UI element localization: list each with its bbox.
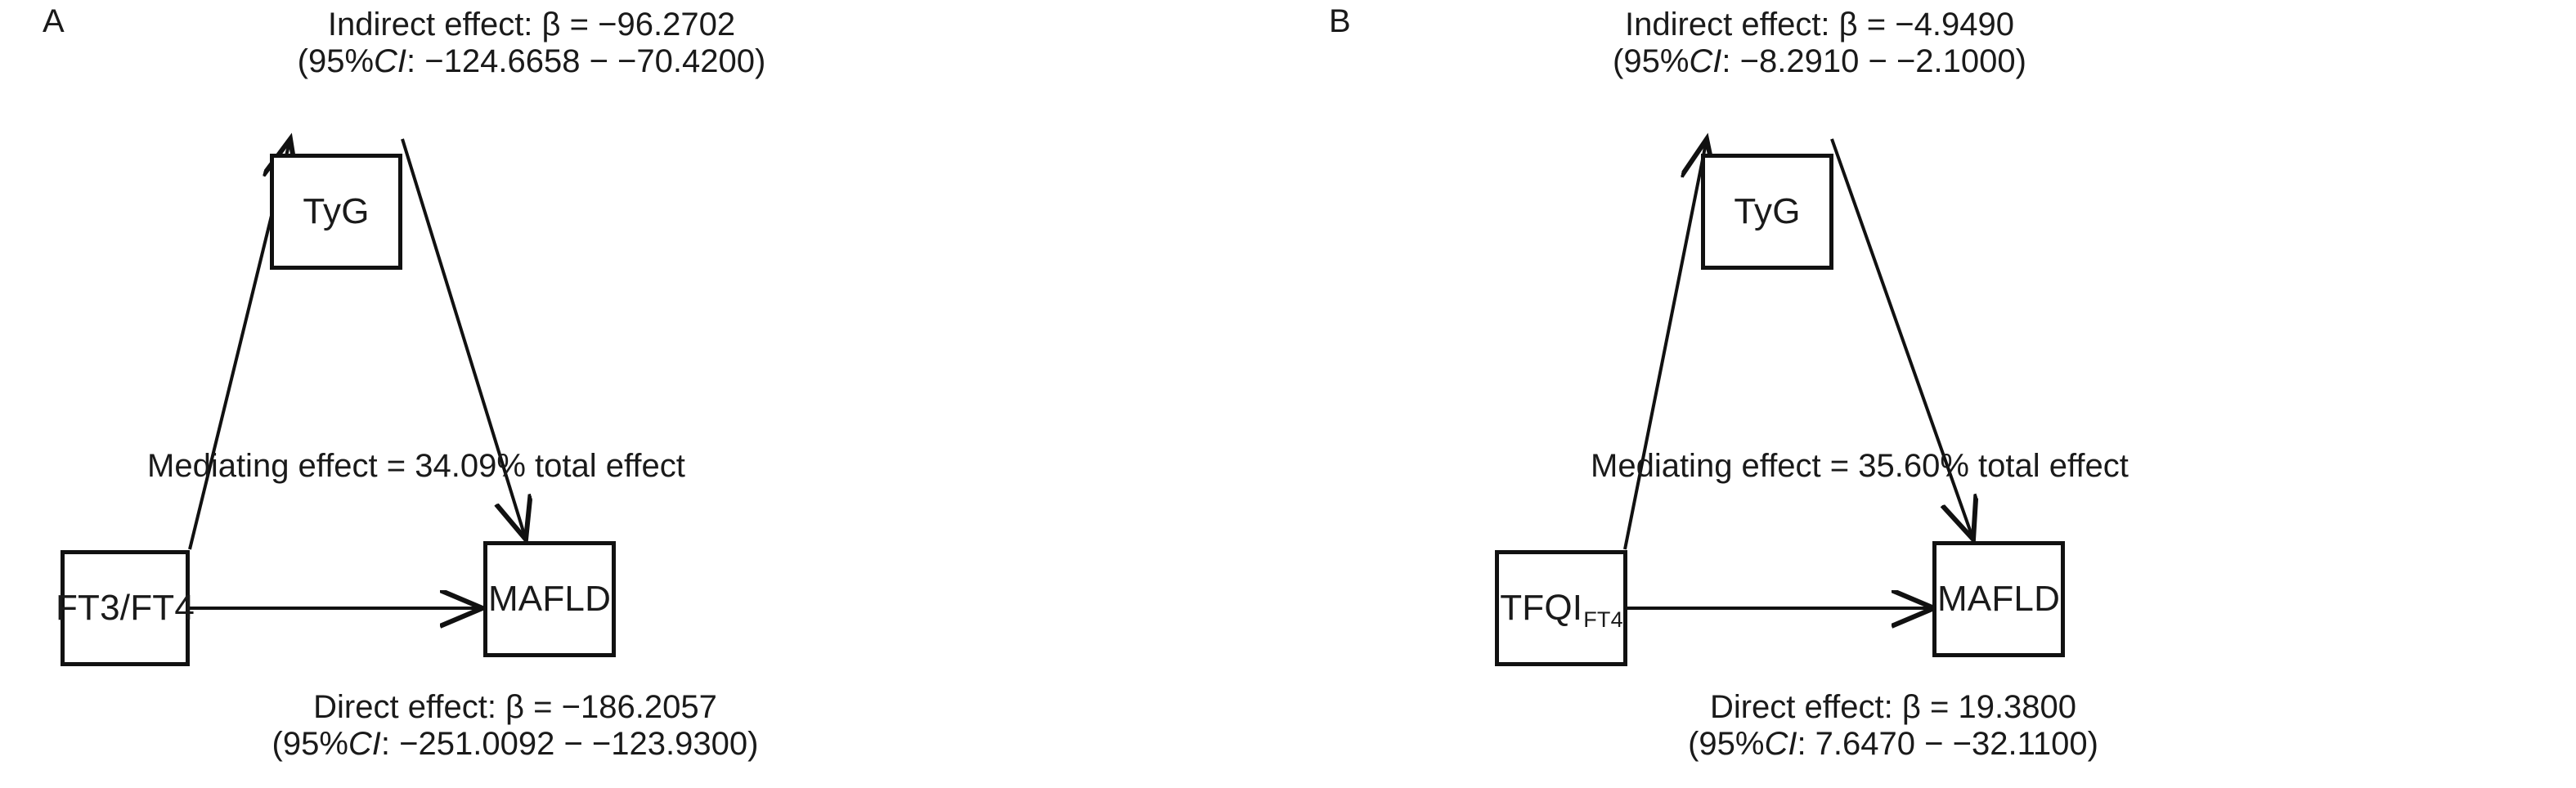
direct-effect-ci-line: (95%CI: 7.6470 − −32.1100) [1566,726,2220,763]
panel-a-arrows [188,0,1288,788]
ci-italic: CI [1764,725,1797,762]
ci-italic: CI [348,725,381,762]
indirect-effect-line: Indirect effect: β = −4.9490 [1625,7,2014,43]
ci-prefix: (95% [272,725,348,762]
node-label: MAFLD [1936,579,2061,619]
panel-a-mediating-effect: Mediating effect = 34.09% total effect [147,447,685,485]
panel-a: A Indirect effect: β = −96.2702 (95%CI: … [43,0,1288,788]
indirect-effect-line: Indirect effect: β = −96.2702 [327,7,736,43]
panel-b: B Indirect effect: β = −4.9490 (95%CI: −… [1288,0,2576,788]
ci-prefix: (95% [1613,43,1690,79]
arrow-mediator-to-outcome [1830,138,1973,540]
node-label-subscript: FT4 [1583,607,1623,632]
panel-b-mediating-effect: Mediating effect = 35.60% total effect [1591,447,2129,485]
ci-prefix: (95% [1688,725,1765,762]
ci-rest: : −124.6658 − −70.4200) [406,43,766,79]
indirect-effect-ci-line: (95%CI: −8.2910 − −2.1000) [1492,43,2147,80]
panel-b-top-caption: Indirect effect: β = −4.9490 (95%CI: −8.… [1492,7,2147,80]
ci-rest: : −8.2910 − −2.1000) [1721,43,2026,79]
total-effect-line: total effect [535,448,685,484]
node-outcome-mafld[interactable]: MAFLD [483,541,616,657]
mediating-effect-line: Mediating effect = 34.09% [147,448,526,484]
node-mediator-tyg[interactable]: TyG [1701,154,1833,270]
arrow-predictor-to-mediator [1623,139,1707,550]
ci-italic: CI [374,43,407,79]
ci-rest: : 7.6470 − −32.1100) [1797,725,2098,762]
panel-label-a: A [43,3,65,39]
arrow-mediator-to-outcome [401,138,526,540]
direct-effect-ci-line: (95%CI: −251.0092 − −123.9300) [188,726,842,763]
node-label: TyG [1734,191,1801,231]
node-label: FT3/FT4 [55,588,195,628]
ci-rest: : −251.0092 − −123.9300) [380,725,759,762]
ci-italic: CI [1689,43,1722,79]
panel-label-b: B [1329,3,1351,39]
node-predictor-ft3-ft4[interactable]: FT3/FT4 [56,550,195,666]
mediating-effect-line: Mediating effect = 35.60% [1591,448,1969,484]
panel-a-top-caption: Indirect effect: β = −96.2702 (95%CI: −1… [204,7,859,80]
direct-effect-line: Direct effect: β = 19.3800 [1709,689,2077,725]
panel-b-bottom-caption: Direct effect: β = 19.3800 (95%CI: 7.647… [1566,689,2220,763]
panel-a-bottom-caption: Direct effect: β = −186.2057 (95%CI: −25… [188,689,842,763]
node-label: TFQIFT4 [1500,588,1623,632]
node-label: MAFLD [487,579,612,619]
total-effect-line: total effect [1978,448,2129,484]
node-outcome-mafld[interactable]: MAFLD [1932,541,2065,657]
indirect-effect-ci-line: (95%CI: −124.6658 − −70.4200) [204,43,859,80]
panel-b-arrows [1623,0,2576,788]
node-label-main: TFQI [1500,588,1583,628]
direct-effect-line: Direct effect: β = −186.2057 [313,689,717,725]
ci-prefix: (95% [297,43,375,79]
node-label: TyG [303,191,370,231]
node-predictor-tfqi[interactable]: TFQIFT4 [1495,550,1627,666]
node-mediator-tyg[interactable]: TyG [270,154,402,270]
